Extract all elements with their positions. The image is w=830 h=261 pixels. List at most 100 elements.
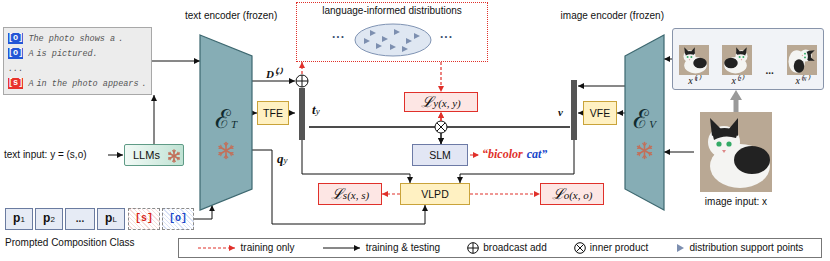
- node-label: ℒy(x, y): [421, 94, 460, 111]
- snowflake-branch: [169, 157, 171, 159]
- connector: [441, 62, 442, 92]
- cat-photo: [722, 45, 752, 75]
- snowflake-stroke: [169, 153, 179, 159]
- snowflake-branch: [637, 145, 640, 148]
- connector: [302, 140, 410, 183]
- node-label: VLPD: [421, 188, 448, 200]
- connector-line: [152, 61, 200, 62]
- symbol-stroke: [473, 243, 474, 254]
- connector-line: [441, 133, 442, 144]
- snowflake-branch: [637, 152, 640, 155]
- module-box: VLPD: [400, 183, 470, 205]
- prompt-vector-box: p1: [5, 208, 33, 230]
- support-point: [414, 33, 420, 39]
- node-label: in the photo appears: [37, 78, 139, 90]
- snowflake-branch: [177, 152, 179, 154]
- view-picture: [722, 45, 752, 75]
- inner-product-symbol: [435, 121, 447, 133]
- legend-line-sample: [322, 243, 362, 253]
- snowflake-branch: [643, 143, 647, 145]
- cat-photo: [679, 45, 709, 75]
- bar-fill: [571, 80, 577, 140]
- node-label: [1] The photo shows a: [8, 33, 115, 45]
- node-label: [o]: [8, 48, 23, 59]
- connector: [664, 59, 672, 60]
- connector-line: [302, 140, 410, 183]
- prompt-line: ...: [8, 61, 147, 76]
- legend-text: inner product: [590, 242, 648, 254]
- node-label: pL: [105, 212, 117, 226]
- connector: [736, 98, 737, 112]
- cat-photo: [787, 45, 817, 75]
- connector: [289, 113, 295, 114]
- snowflake-branch: [643, 155, 647, 157]
- legend-symbol-sample: [574, 242, 586, 254]
- support-point: [364, 38, 370, 44]
- node-label: p2: [43, 212, 55, 226]
- node-label: ℒs(x, s): [331, 186, 369, 203]
- support-point: [370, 30, 376, 36]
- symbol-stroke: [576, 244, 583, 251]
- node-label: image input: x: [705, 196, 767, 208]
- prompt-vector-box: ...: [65, 208, 95, 230]
- connector-line: [447, 127, 570, 128]
- legend-symbol-sample: [467, 242, 479, 254]
- snowflake-branch: [177, 157, 179, 159]
- legend-box: training onlytraining & testingbroadcast…: [178, 238, 822, 258]
- symbol-stroke: [437, 123, 445, 131]
- legend-item: broadcast add: [467, 242, 546, 254]
- node-label: ℒo(x, o): [552, 186, 593, 203]
- feature-bar-shape: [570, 80, 578, 140]
- support-point: [402, 46, 408, 52]
- token-box: [o]: [8, 48, 23, 59]
- snowflake-branch: [230, 152, 233, 155]
- broadcast-add-symbol: [296, 75, 308, 87]
- node-label: ty: [312, 104, 320, 117]
- node-label: x⁽¹⁾: [688, 75, 699, 87]
- node-label: LLMs: [133, 149, 160, 161]
- view-picture: [787, 45, 817, 75]
- connector: [154, 95, 155, 144]
- prompt-vector-box: pL: [97, 208, 125, 230]
- legend-line-sample: [197, 243, 237, 253]
- legend-text: broadcast add: [483, 242, 546, 254]
- bar-fill: [299, 88, 305, 140]
- connector-line: [440, 112, 441, 121]
- token-box: [s]: [8, 78, 23, 89]
- node-label: .: [118, 33, 123, 45]
- node-label: x⁽ᴺ⁾: [795, 75, 808, 87]
- node-label: image encoder (frozen): [561, 10, 664, 22]
- connector-label: D⁽ʸ⁾: [265, 68, 282, 80]
- node-label: ...: [8, 63, 23, 75]
- encoder-trapezoid: text encoder (frozen)ℰT: [200, 35, 252, 210]
- connector-line: [440, 112, 441, 121]
- module-box: SLM: [412, 144, 468, 166]
- connector-line: [447, 127, 570, 128]
- legend-text: distribution support points: [689, 242, 803, 254]
- connector-line: [382, 193, 400, 194]
- node-label: x⁽²⁾: [732, 75, 743, 87]
- node-label: .: [142, 78, 147, 90]
- snowflake-branch: [219, 145, 222, 148]
- feature-bar-shape: [295, 74, 309, 140]
- snowflake-stroke: [169, 153, 179, 159]
- input-photo: [700, 112, 772, 192]
- connector: [302, 62, 303, 74]
- snowflake-branch: [649, 145, 652, 148]
- connector-line: [252, 81, 295, 82]
- legend-line: [198, 247, 235, 248]
- node-label: ...: [76, 213, 84, 225]
- connector: [309, 127, 441, 144]
- node-label: SLM: [429, 149, 451, 161]
- free-label: text input: y = (s,o): [4, 149, 87, 161]
- node-label: ℰV: [633, 105, 656, 139]
- photo-frame: [722, 45, 752, 75]
- connector-label: qy: [276, 153, 289, 166]
- view-cell: x⁽¹⁾: [679, 45, 709, 87]
- snowflake-branch: [169, 152, 171, 154]
- support-point: [677, 244, 684, 252]
- connector-line: [309, 127, 435, 128]
- support-point: [390, 44, 396, 50]
- loss-box: ℒs(x, s): [318, 183, 382, 205]
- connector-line: [154, 95, 155, 144]
